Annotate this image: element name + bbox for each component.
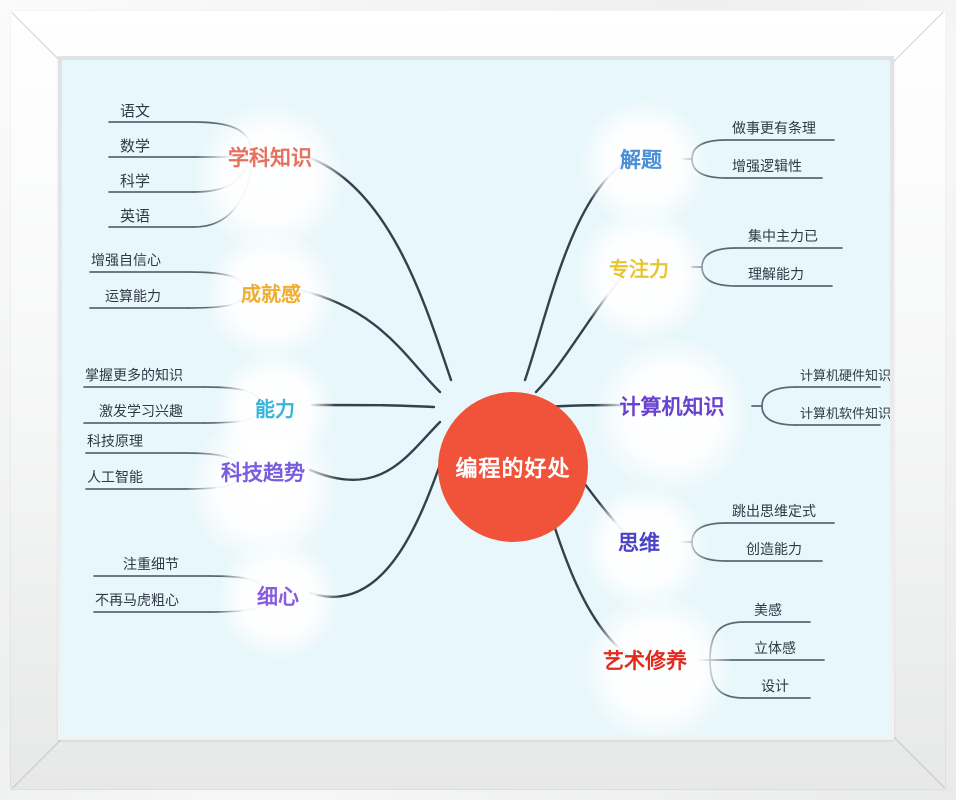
leaf-bracket-chuangzao [691, 541, 727, 562]
leaf-tech-trend-0[interactable]: 科技原理 [87, 433, 143, 449]
leaf-bracket-sheji [709, 659, 745, 699]
branch-label-achievement: 成就感 [241, 283, 301, 306]
leaf-carefulness-1[interactable]: 不再马虎粗心 [95, 592, 179, 608]
leaf-bracket-meigan [709, 621, 745, 661]
leaf-ability-0[interactable]: 掌握更多的知识 [85, 367, 183, 383]
branch-label-ability: 能力 [255, 398, 295, 421]
leaf-computer-knowledge-1[interactable]: 计算机软件知识 [800, 406, 890, 421]
central-node-label: 编程的好处 [455, 456, 571, 481]
leaf-achievement-0[interactable]: 增强自信心 [91, 252, 161, 268]
leaf-art-cultivation-1[interactable]: 立体感 [754, 640, 796, 656]
leaf-subject-knowledge-1[interactable]: 数学 [120, 138, 151, 155]
leaf-bracket-luoji [691, 158, 727, 179]
leaf-thinking-0[interactable]: 跳出思维定式 [732, 503, 816, 519]
leaf-problem-solving-1[interactable]: 增强逻辑性 [732, 158, 802, 174]
leaf-subject-knowledge-3[interactable]: 英语 [120, 208, 151, 225]
leaf-ability-1[interactable]: 激发学习兴趣 [99, 403, 183, 419]
leaf-bracket-tiaoli [691, 139, 727, 160]
leaf-bracket-jizhong [701, 247, 737, 268]
leaf-focus-1[interactable]: 理解能力 [748, 266, 804, 282]
leaf-bracket-tiaochu [691, 522, 727, 543]
branch-label-tech-trend: 科技趋势 [221, 462, 305, 485]
leaf-tech-trend-1[interactable]: 人工智能 [87, 469, 143, 485]
branch-label-computer-knowledge: 计算机知识 [619, 396, 725, 419]
main-connector-tech-trend [308, 420, 442, 482]
branch-node-problem-solving[interactable]: 解题 [603, 143, 679, 175]
branch-node-focus[interactable]: 专注力 [595, 251, 683, 283]
branch-label-thinking: 思维 [618, 532, 660, 555]
leaf-achievement-1[interactable]: 运算能力 [105, 288, 161, 304]
branch-node-subject-knowledge[interactable]: 学科知识 [210, 140, 330, 174]
leaf-thinking-1[interactable]: 创造能力 [746, 541, 802, 557]
branch-label-subject-knowledge: 学科知识 [228, 147, 312, 170]
leaf-bracket-hardware [761, 386, 797, 407]
branch-label-problem-solving: 解题 [620, 149, 662, 172]
leaf-focus-0[interactable]: 集中主力已 [748, 228, 818, 244]
central-node-programming-benefits[interactable]: 编程的好处 [438, 392, 588, 542]
branch-node-art-cultivation[interactable]: 艺术修养 [593, 643, 697, 677]
leaf-computer-knowledge-0[interactable]: 计算机硬件知识 [800, 368, 890, 383]
branch-node-tech-trend[interactable]: 科技趋势 [203, 456, 323, 488]
leaf-carefulness-0[interactable]: 注重细节 [123, 556, 179, 572]
mindmap-canvas: 编程的好处 学科知识 成就感 能力 科技趋势 细心 解题 专注力 计算机知识 思… [62, 60, 890, 736]
leaf-problem-solving-0[interactable]: 做事更有条理 [732, 120, 816, 136]
leaf-art-cultivation-0[interactable]: 美感 [754, 602, 782, 618]
leaf-bracket-software [761, 405, 797, 426]
leaf-subject-knowledge-2[interactable]: 科学 [120, 173, 151, 190]
leaf-art-cultivation-2[interactable]: 设计 [761, 678, 789, 694]
branch-node-computer-knowledge[interactable]: 计算机知识 [602, 389, 742, 423]
main-connector-achievement [298, 288, 442, 394]
leaf-bracket-lijie [701, 266, 737, 287]
branch-label-focus: 专注力 [609, 258, 669, 281]
main-connector-carefulness [308, 432, 453, 598]
branch-node-achievement[interactable]: 成就感 [225, 276, 317, 308]
branch-node-thinking[interactable]: 思维 [604, 526, 674, 558]
leaf-subject-knowledge-0[interactable]: 语文 [120, 103, 151, 120]
branch-label-carefulness: 细心 [257, 586, 299, 609]
branch-label-art-cultivation: 艺术修养 [603, 650, 687, 673]
main-connector-focus [534, 263, 634, 394]
branch-node-ability[interactable]: 能力 [240, 392, 310, 422]
main-connector-ability [310, 403, 436, 409]
branch-node-carefulness[interactable]: 细心 [243, 581, 313, 611]
main-connector-subject-knowledge [308, 156, 453, 382]
